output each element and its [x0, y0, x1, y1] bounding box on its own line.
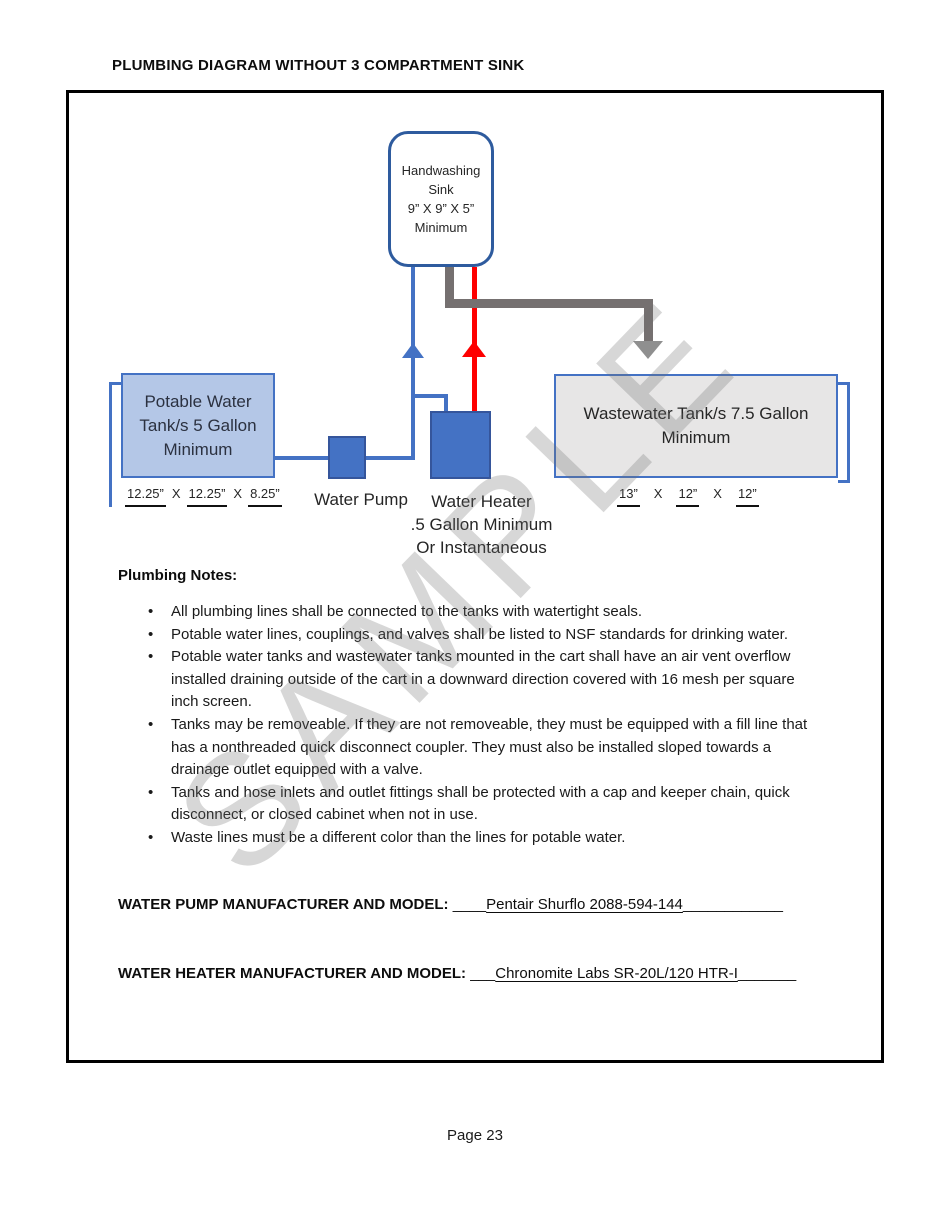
dimension-value: 12.25” [125, 486, 166, 507]
potable-water-tank-box: Potable Water Tank/s 5 Gallon Minimum [121, 373, 275, 478]
cold-water-branch-horizontal [413, 394, 448, 398]
water-heater-model-label: WATER HEATER MANUFACTURER AND MODEL: [118, 965, 467, 982]
water-heater-label-line: .5 Gallon Minimum [410, 515, 553, 534]
blank-underscores: ____ [452, 896, 487, 913]
dimension-value: 8.25” [248, 486, 282, 507]
cold-water-line-vertical [411, 267, 415, 460]
page-title: PLUMBING DIAGRAM WITHOUT 3 COMPARTMENT S… [112, 57, 525, 74]
water-pump-label: Water Pump [314, 490, 408, 509]
dimension-value: 12” [676, 486, 700, 507]
water-heater-label: Water Heater .5 Gallon Minimum Or Instan… [399, 490, 564, 559]
page-number: Page 23 [447, 1127, 503, 1144]
dimension-separator: X [233, 486, 243, 501]
waste-line-vertical-from-sink [445, 267, 454, 308]
dimension-separator: X [171, 486, 181, 501]
potable-tank-label-line: Tank/s 5 Gallon [139, 415, 257, 435]
plumbing-notes-list: All plumbing lines shall be connected to… [148, 601, 826, 850]
dimension-separator: X [713, 486, 722, 501]
dimension-value: 13” [617, 486, 640, 507]
dimension-separator: X [653, 486, 663, 501]
water-pump-model-value: Pentair Shurflo 2088-594-144 [486, 896, 683, 913]
plumbing-note-item: Potable water tanks and wastewater tanks… [148, 646, 826, 714]
water-heater-model-line: WATER HEATER MANUFACTURER AND MODEL: ___… [118, 965, 796, 982]
diagram-frame: Handwashing Sink 9” X 9” X 5” Minimum Po… [66, 90, 884, 1063]
sink-label-line: 9” X 9” X 5” [407, 201, 475, 216]
water-pump-model-label: WATER PUMP MANUFACTURER AND MODEL: [118, 896, 449, 913]
potable-tank-dimensions: 12.25” X 12.25” X 8.25” [125, 486, 282, 507]
blank-underscores: _______ [737, 965, 797, 982]
sink-label-line: Minimum [414, 220, 468, 235]
plumbing-notes-heading: Plumbing Notes: [118, 567, 238, 584]
water-heater-box [430, 411, 491, 479]
dimension-value: 12” [735, 486, 759, 507]
dimension-value: 12.25” [186, 486, 228, 507]
water-heater-label-line: Or Instantaneous [416, 538, 547, 557]
plumbing-note-item: Waste lines must be a different color th… [148, 827, 826, 850]
potable-tank-vent-bracket [109, 382, 124, 507]
water-pump-model-line: WATER PUMP MANUFACTURER AND MODEL: ____P… [118, 896, 783, 913]
cold-flow-arrow-icon [402, 343, 424, 358]
blank-underscores: ___ [470, 965, 496, 982]
water-heater-model-value: Chronomite Labs SR-20L/120 HTR-I [495, 965, 738, 982]
sink-label-line: Handwashing [401, 163, 481, 178]
blank-underscores: ____________ [682, 896, 784, 913]
wastewater-tank-label-line: Minimum [661, 428, 731, 447]
wastewater-tank-vent-bracket [838, 382, 850, 483]
plumbing-note-item: Potable water lines, couplings, and valv… [148, 624, 826, 647]
potable-tank-label-line: Potable Water [144, 391, 252, 411]
water-pump-box [328, 436, 366, 479]
hot-water-line [472, 267, 477, 413]
potable-tank-label-line: Minimum [163, 439, 233, 459]
cold-water-branch-to-heater [444, 394, 448, 413]
plumbing-note-item: Tanks and hose inlets and outlet fitting… [148, 782, 826, 827]
waste-line-vertical-to-tank [644, 299, 653, 341]
plumbing-note-item: Tanks may be removeable. If they are not… [148, 714, 826, 782]
wastewater-tank-dimensions: 13” X 12” X 12” [617, 486, 759, 507]
handwashing-sink-box: Handwashing Sink 9” X 9” X 5” Minimum [388, 131, 494, 267]
hot-flow-arrow-icon [462, 341, 486, 357]
wastewater-tank-box: Wastewater Tank/s 7.5 Gallon Minimum [554, 374, 838, 478]
waste-line-horizontal [445, 299, 653, 308]
water-heater-label-line: Water Heater [431, 492, 532, 511]
wastewater-tank-label-line: Wastewater Tank/s 7.5 Gallon [583, 404, 809, 423]
waste-flow-arrow-icon [633, 341, 663, 359]
sink-label-line: Sink [428, 182, 454, 197]
plumbing-note-item: All plumbing lines shall be connected to… [148, 601, 826, 624]
